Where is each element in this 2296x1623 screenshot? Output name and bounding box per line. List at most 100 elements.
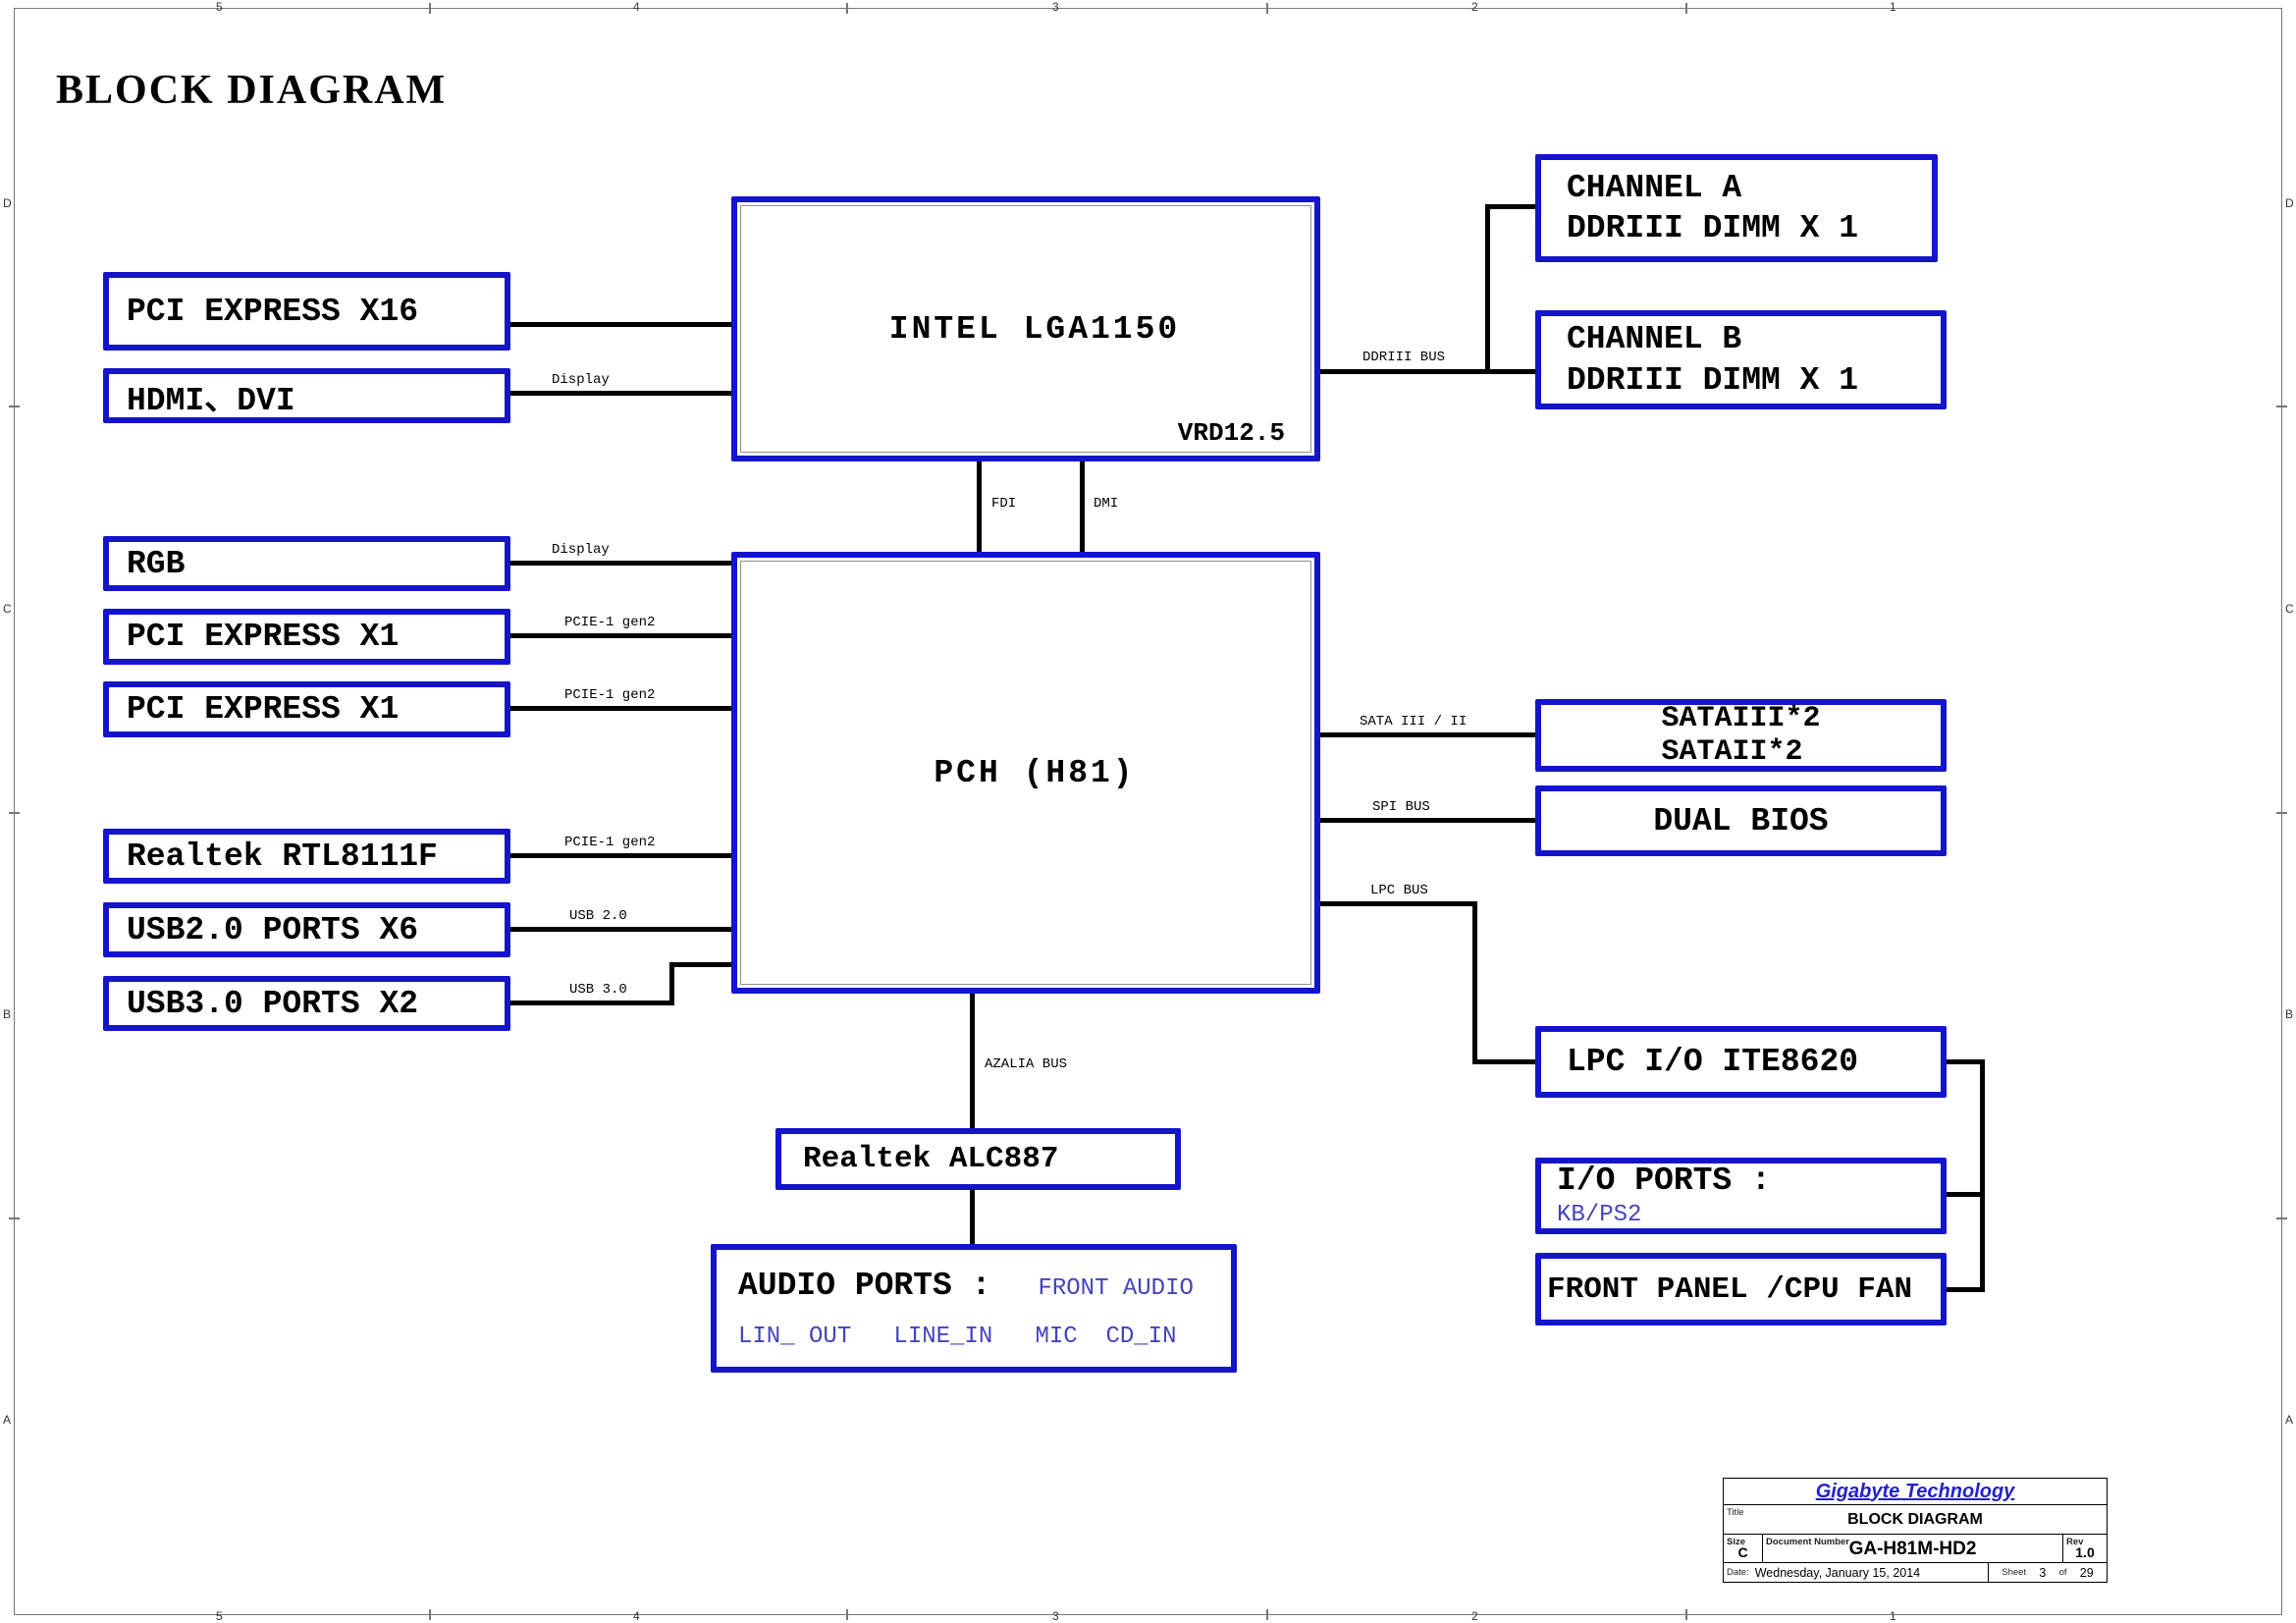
cpu-vrd-label: VRD12.5 [1177,418,1285,448]
frame-tick [9,812,20,814]
frame-tick [429,1609,431,1620]
bus-label-display-top: Display [552,372,610,388]
block-label: CHANNEL A [1567,169,1742,206]
company-name: Gigabyte Technology [1724,1479,2107,1505]
wire-usb3-b [669,962,674,1005]
front-audio-label: FRONT AUDIO [1038,1274,1194,1302]
wire-audio [970,1190,975,1244]
sheet-number: 3 [2039,1565,2047,1580]
zone-letter: A [3,1413,12,1427]
zone-number: 1 [1890,1609,1896,1623]
bus-label-pcie3: PCIE-1 gen2 [564,835,656,850]
date-label: Date: [1727,1567,1749,1578]
block-io-ports: I/O PORTS : KB/PS2 [1535,1158,1947,1234]
title-label: Title [1727,1507,1744,1518]
wire-sata [1320,732,1535,737]
bus-label-display-mid: Display [552,542,610,558]
size-value: C [1737,1544,1748,1560]
frame-tick [9,406,20,407]
block-label: HDMI、DVI [127,383,295,419]
frame-tick [846,1609,848,1620]
block-label: RGB [127,545,186,582]
wire-fdi [977,461,982,552]
zone-number: 4 [633,1609,640,1623]
wire-spi [1320,818,1535,823]
wire-dmi [1080,461,1085,552]
wire-usb3-a [510,1001,674,1005]
block-label: SATAIII*2 [1661,701,1821,735]
zone-number: 4 [633,0,640,14]
block-label: DDRIII DIMM X 1 [1567,210,1859,246]
wire-pcie-x16 [510,322,731,327]
zone-letter: D [2285,196,2294,210]
size-label: Size [1727,1537,1746,1547]
block-label: DUAL BIOS [1653,802,1829,839]
rev-label: Rev [2066,1537,2084,1547]
frame-tick [2276,406,2287,407]
bus-label-sata: SATA III / II [1360,714,1468,730]
wire-usb3-c [669,962,731,967]
wire-front-panel [1947,1287,1985,1292]
block-label: LPC I/O ITE8620 [1567,1044,1859,1080]
wire-channel-a [1485,204,1535,209]
wire-pcie-x1-b [510,706,731,711]
sheet-label: Sheet [2002,1567,2027,1578]
block-hdmi-dvi: HDMI、DVI [103,368,510,423]
drawing-frame [14,8,2282,1615]
block-audio-ports: AUDIO PORTS : FRONT AUDIO LIN_ OUT LINE_… [711,1244,1237,1373]
frame-tick [846,3,848,14]
wire-lpcio-out [1947,1059,1985,1064]
block-label: DDRIII DIMM X 1 [1567,361,1859,399]
block-label: I/O PORTS : [1557,1162,1771,1199]
page-title: BLOCK DIAGRAM [56,68,448,113]
block-realtek-rtl8111f: Realtek RTL8111F [103,829,510,884]
block-label: SATAII*2 [1661,735,1803,769]
bus-label-dmi: DMI [1094,496,1119,512]
zone-number: 3 [1052,0,1059,14]
frame-tick [1685,3,1687,14]
wire-ddriii-branch [1485,204,1490,374]
block-rgb: RGB [103,536,510,591]
bus-label-ddriii: DDRIII BUS [1362,350,1446,365]
block-channel-a: CHANNEL A DDRIII DIMM X 1 [1535,154,1938,262]
frame-tick [429,3,431,14]
rev-value: 1.0 [2075,1544,2095,1560]
zone-number: 5 [216,1609,223,1623]
block-usb3-ports: USB3.0 PORTS X2 [103,976,510,1031]
zone-letter: C [3,602,12,616]
bus-label-pcie1: PCIE-1 gen2 [564,615,656,630]
frame-tick [2276,812,2287,814]
block-label: CHANNEL B [1567,321,1742,358]
wire-hdmi-dvi [510,391,731,396]
block-label: Realtek RTL8111F [127,838,438,875]
pch-label: PCH (H81) [934,754,1136,791]
audio-jacks-label: LIN_ OUT LINE_IN MIC CD_IN [738,1323,1177,1350]
zone-letter: B [3,1007,12,1021]
zone-letter: A [2285,1413,2294,1427]
block-pci-express-x1-a: PCI EXPRESS X1 [103,609,510,665]
zone-number: 1 [1890,0,1896,14]
wire-io-ports [1947,1192,1985,1197]
audio-ports-title: AUDIO PORTS : [738,1267,991,1304]
block-lpc-io: LPC I/O ITE8620 [1535,1026,1947,1098]
frame-tick [2276,1217,2287,1219]
wire-rgb [510,561,731,566]
block-cpu: INTEL LGA1150 VRD12.5 [731,196,1320,461]
zone-number: 5 [216,0,223,14]
block-label: USB2.0 PORTS X6 [127,911,419,948]
wire-usb2 [510,927,731,932]
cpu-label: INTEL LGA1150 [888,310,1181,348]
zone-letter: B [2285,1007,2294,1021]
block-label: FRONT PANEL /CPU FAN [1547,1271,1913,1307]
bus-label-usb2: USB 2.0 [569,908,627,924]
wire-lpc-b [1472,901,1477,1064]
wire-pcie-x1-a [510,633,731,638]
block-pci-express-x16: PCI EXPRESS X16 [103,272,510,351]
frame-tick [9,1217,20,1219]
block-usb2-ports: USB2.0 PORTS X6 [103,902,510,957]
bus-label-spi: SPI BUS [1372,799,1430,815]
pages-total: 29 [2079,1565,2094,1580]
block-label: PCI EXPRESS X1 [127,619,400,655]
wire-lan [510,853,731,858]
